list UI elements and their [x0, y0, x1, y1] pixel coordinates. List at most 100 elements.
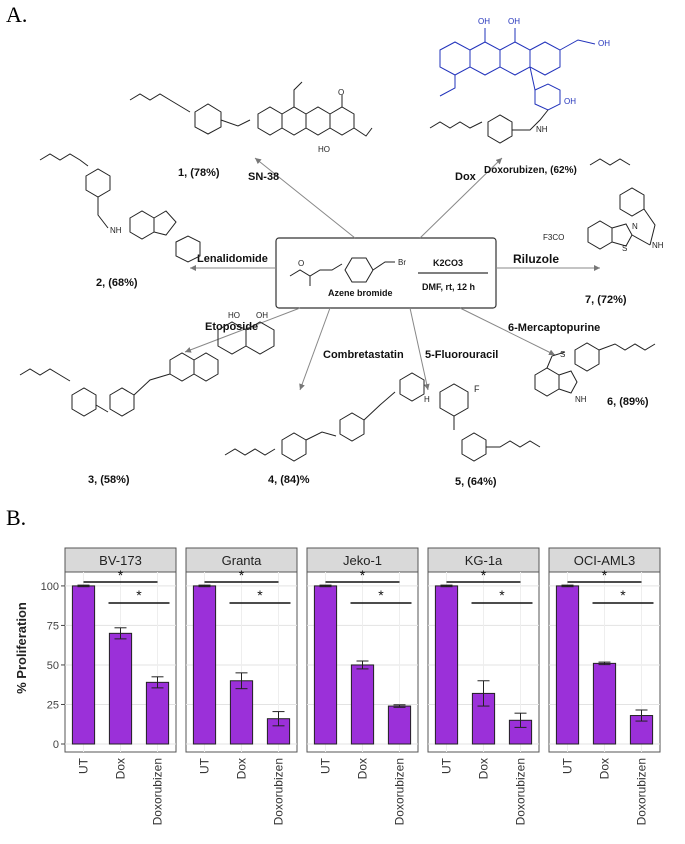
x-tick-label: Dox — [598, 758, 612, 779]
s2-nh: NH — [110, 226, 122, 235]
x-tick-label: Dox — [235, 758, 249, 779]
product-2-label: 2, (68%) — [96, 277, 138, 289]
x-tick-label: Doxorubizen — [514, 758, 528, 825]
s5-h: H — [424, 395, 430, 404]
x-tick-label: Doxorubizen — [151, 758, 165, 825]
bar-ut — [313, 585, 338, 745]
dox-oh-4: OH — [564, 97, 576, 106]
panel-a-label: A. — [6, 2, 28, 27]
drug-dox: Dox — [455, 171, 477, 183]
structure-1 — [129, 81, 373, 137]
s1-o-fragment: O — [338, 88, 344, 97]
arrow-to-mercaptopurine — [459, 307, 556, 356]
s1-ho-fragment: HO — [318, 145, 330, 154]
drug-sn38: SN-38 — [248, 171, 279, 183]
structure-5 — [439, 383, 541, 462]
dox-oh-3: OH — [598, 39, 610, 48]
x-tick-label: Doxorubizen — [272, 758, 286, 825]
y-tick-label: 25 — [47, 699, 59, 711]
structure-6 — [534, 342, 656, 397]
s6-s: S — [560, 350, 565, 359]
panel-b-label: B. — [6, 505, 27, 530]
bar-doxorubizen — [387, 705, 412, 745]
drug-riluzole: Riluzole — [513, 252, 559, 266]
bar-dox — [229, 680, 254, 745]
arrow-to-sn38 — [254, 157, 356, 239]
reagent-label: Azene bromide — [328, 288, 393, 298]
synthesis-scheme: O Br Azene bromide K2CO3 DMF, rt, 12 h S… — [19, 17, 664, 488]
significance-star: * — [602, 567, 608, 583]
drug-combretastatin: Combretastatin — [323, 349, 404, 361]
significance-star: * — [360, 567, 366, 583]
s3-ho: HO — [228, 311, 240, 320]
product-5-label: 5, (64%) — [455, 476, 497, 488]
structure-4 — [224, 372, 425, 462]
reagent-box — [275, 237, 497, 309]
facet-strip — [64, 547, 177, 573]
s7-n: N — [632, 222, 638, 231]
product-4-label: 4, (84)% — [268, 474, 310, 486]
x-tick-label: Dox — [477, 758, 491, 779]
x-tick-label: UT — [440, 757, 454, 774]
s3-oh: OH — [256, 311, 268, 320]
arrow-to-combretastatin — [299, 307, 331, 391]
bar-dox — [350, 664, 375, 745]
bar-dox — [108, 632, 133, 745]
bar-ut — [192, 585, 217, 745]
bar-ut — [71, 585, 96, 745]
x-tick-label: Dox — [356, 758, 370, 779]
structure-2 — [39, 153, 201, 263]
product-1-label: 1, (78%) — [178, 167, 220, 179]
structure-doxorubizen — [439, 28, 596, 111]
significance-star: * — [239, 567, 245, 583]
facet-strip — [427, 547, 540, 573]
facet-title: Jeko-1 — [343, 553, 382, 568]
s5-f: F — [474, 384, 480, 394]
facet-strip — [185, 547, 298, 573]
s6-nh: NH — [575, 395, 587, 404]
bar-dox — [592, 662, 617, 745]
s7-cf3o: F3CO — [543, 233, 564, 242]
x-tick-label: UT — [561, 757, 575, 774]
significance-star: * — [499, 587, 505, 603]
product-3-label: 3, (58%) — [88, 474, 130, 486]
reagent-fragment-o: O — [298, 259, 304, 268]
s7-nh: NH — [652, 241, 664, 250]
bar-ut — [555, 585, 580, 745]
x-tick-label: Dox — [114, 758, 128, 779]
reagent-fragment-br: Br — [398, 258, 406, 267]
product-6-label: 6, (89%) — [607, 396, 649, 408]
facet-title: BV-173 — [99, 553, 142, 568]
azene-bromide-structure — [289, 257, 395, 286]
significance-star: * — [378, 587, 384, 603]
facet-title: OCI-AML3 — [574, 553, 635, 568]
y-tick-label: 75 — [47, 620, 59, 632]
drug-lenalidomide: Lenalidomide — [197, 253, 268, 265]
dox-nh: NH — [536, 125, 548, 134]
drug-fluorouracil: 5-Fluorouracil — [425, 349, 498, 361]
arrow-to-dox — [419, 157, 503, 239]
drug-mercaptopurine: 6-Mercaptopurine — [508, 322, 600, 334]
arrow-to-etoposide — [184, 307, 301, 353]
arrow-to-fluorouracil — [409, 307, 430, 391]
y-axis-label: % Proliferation — [14, 602, 29, 694]
significance-star: * — [118, 567, 124, 583]
x-tick-label: Doxorubizen — [635, 758, 649, 825]
significance-star: * — [620, 587, 626, 603]
x-tick-label: Doxorubizen — [393, 758, 407, 825]
significance-star: * — [481, 567, 487, 583]
bar-ut — [434, 585, 459, 745]
structure-3 — [19, 321, 275, 417]
dox-oh-1: OH — [478, 17, 490, 26]
x-tick-label: UT — [77, 757, 91, 774]
dox-oh-2: OH — [508, 17, 520, 26]
bar-doxorubizen — [145, 681, 170, 745]
s7-s: S — [622, 244, 627, 253]
significance-star: * — [257, 587, 263, 603]
significance-star: * — [136, 587, 142, 603]
facet-strip — [548, 547, 661, 573]
